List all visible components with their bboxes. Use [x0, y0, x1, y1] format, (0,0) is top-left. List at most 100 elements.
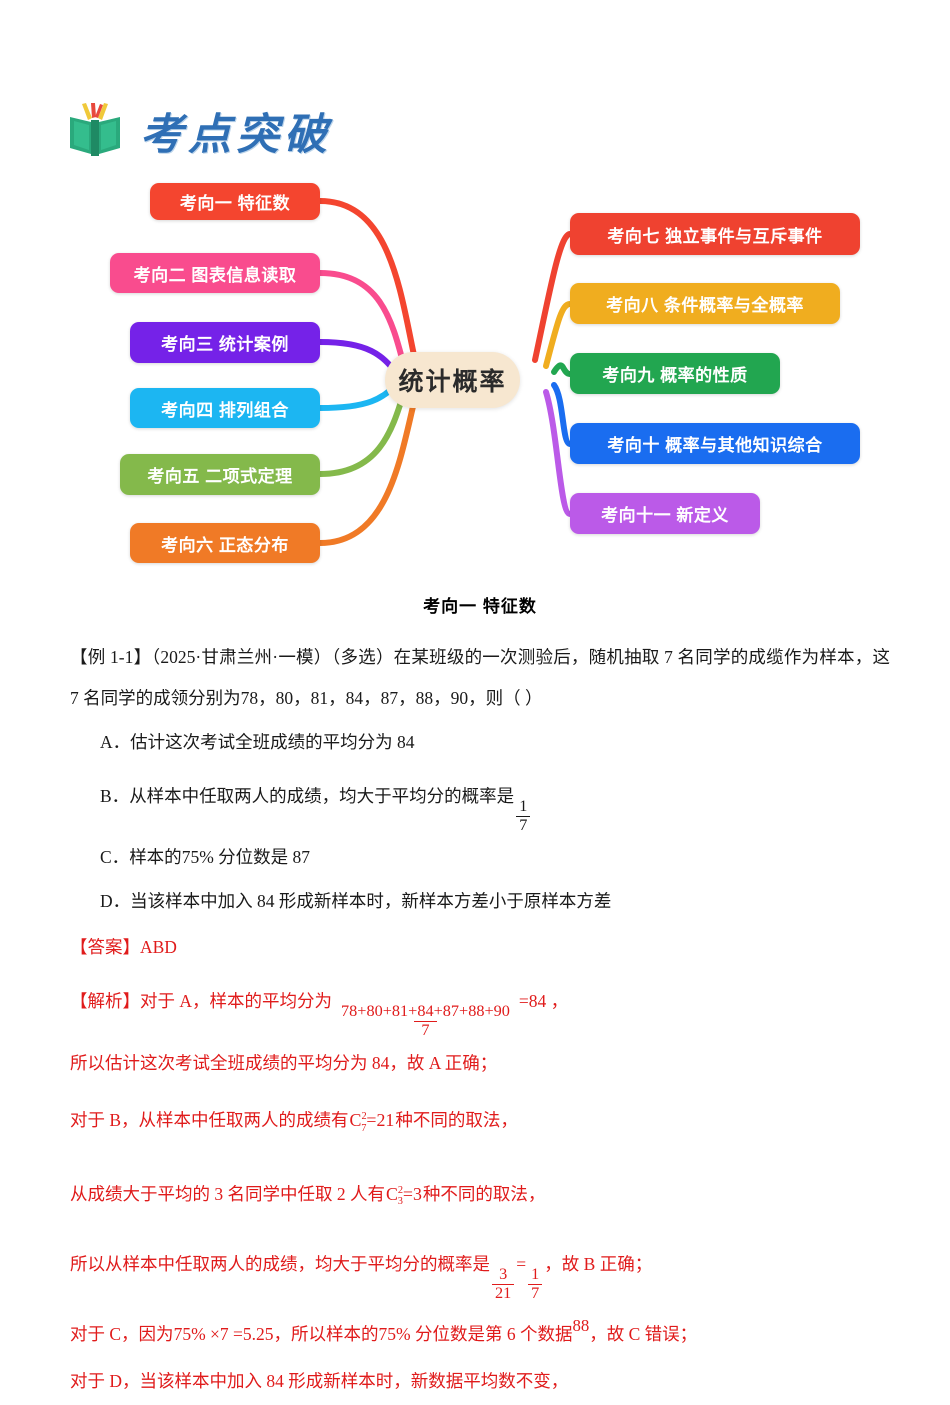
answer-line: 【答案】ABD — [70, 925, 890, 969]
option-a[interactable]: A．估计这次考试全班成绩的平均分为 84 — [70, 722, 890, 763]
percentile-expression: 75% ×7 =5.25 — [173, 1324, 274, 1345]
mindmap: 统计概率 考向一 特征数 考向二 图表信息读取 考向三 统计案例 考向四 排列组… — [0, 170, 950, 590]
combination-superscript: 2 — [397, 1184, 404, 1196]
analysis-line-4: 从成绩大于平均的 3 名同学中任取 2 人有C23=3种不同的取法， — [70, 1161, 890, 1233]
answer-label: 【答案】 — [70, 937, 140, 958]
equals-sign: = — [516, 1254, 527, 1275]
option-b-text: 从样本中任取两人的成绩，均大于平均分的概率是 — [129, 786, 515, 806]
mindmap-node-right-8[interactable]: 考向八 条件概率与全概率 — [570, 283, 840, 324]
analysis-line-5-before: 所以从样本中任取两人的成绩，均大于平均分的概率是 — [70, 1254, 490, 1275]
analysis-line-6-mid2: 分位数是第 6 个数据 — [410, 1324, 573, 1345]
option-a-text: 估计这次考试全班成绩的平均分为 84 — [130, 732, 415, 752]
open-book-icon — [64, 100, 126, 162]
mindmap-node-right-7[interactable]: 考向七 独立事件与互斥事件 — [570, 213, 860, 255]
combination-symbol: C — [349, 1110, 362, 1131]
fraction-denominator: 21 — [492, 1283, 515, 1303]
page-title: 考点突破 — [140, 111, 332, 159]
mindmap-node-label: 考向四 排列组合 — [161, 400, 289, 420]
mindmap-node-right-9[interactable]: 考向九 概率的性质 — [570, 353, 780, 394]
question-type: （多选） — [331, 647, 394, 667]
percentile-percent: 75% — [378, 1324, 411, 1345]
option-c-text: 样本的 — [129, 847, 182, 868]
mindmap-node-label: 考向三 统计案例 — [161, 335, 289, 354]
analysis-mean-value: =84 ， — [518, 991, 569, 1012]
fraction-numerator: 3 — [499, 1265, 508, 1284]
combination-subscript: 3 — [397, 1196, 403, 1208]
fraction-denominator: 7 — [528, 1283, 543, 1303]
page-header: 考点突破 — [64, 92, 404, 170]
percentile-value: 88 — [572, 1316, 590, 1336]
analysis-line-1-text: 对于 A，样本的平均分为 — [140, 991, 333, 1012]
mindmap-node-left-1[interactable]: 考向一 特征数 — [150, 183, 320, 220]
mindmap-connectors — [317, 198, 573, 546]
mindmap-center-label: 统计概率 — [398, 368, 507, 396]
analysis-line-6: 对于 C，因为75% ×7 =5.25，所以样本的75% 分位数是第 6 个数据… — [70, 1304, 890, 1356]
mindmap-node-left-3[interactable]: 考向三 统计案例 — [130, 322, 320, 363]
option-c-percent: 75% — [181, 847, 214, 868]
mindmap-node-left-5[interactable]: 考向五 二项式定理 — [120, 454, 320, 495]
section-title: 考向一 特征数 — [423, 597, 537, 616]
mindmap-node-left-6[interactable]: 考向六 正态分布 — [130, 523, 320, 563]
combination-value: =21 — [366, 1110, 395, 1131]
fraction-numerator: 78+80+81+84+87+88+90 — [341, 1002, 510, 1021]
answer-value: ABD — [140, 937, 177, 958]
question-data: 78，80，81，84，87，88，90 — [240, 688, 469, 708]
content-body: 考向一 特征数 【例 1-1】（2025·甘肃兰州·一模）（多选）在某班级的一次… — [70, 592, 890, 1405]
mindmap-node-label: 考向七 独立事件与互斥事件 — [607, 226, 823, 246]
question-stem: 【例 1-1】（2025·甘肃兰州·一模）（多选）在某班级的一次测验后，随机抽取… — [70, 637, 890, 719]
analysis-line-3-after: 种不同的取法， — [395, 1110, 518, 1131]
mindmap-node-label: 考向十 概率与其他知识综合 — [607, 436, 823, 455]
mindmap-node-label: 考向二 图表信息读取 — [133, 265, 297, 285]
fraction-denominator: 7 — [516, 815, 531, 835]
option-c-key: C． — [100, 847, 130, 868]
analysis-line-6-before: 对于 C，因为 — [70, 1324, 174, 1345]
fraction-denominator: 7 — [414, 1020, 437, 1040]
mindmap-node-left-2[interactable]: 考向二 图表信息读取 — [110, 253, 320, 293]
option-a-key: A． — [100, 732, 131, 752]
analysis-line-6-mid: ，所以样本的 — [273, 1324, 379, 1345]
question-stem-text: 在某班级的一次测验后，随机抽取 7 名同学的成缆作为样本，这 7 名同学的成领分… — [70, 647, 891, 708]
combination-symbol: C — [386, 1183, 398, 1204]
analysis-line-4-before: 从成绩大于平均的 3 名同学中任取 2 人有 — [70, 1183, 385, 1204]
analysis-line-7: 对于 D，当该样本中加入 84 形成新样本时，新数据平均数不变， — [70, 1370, 569, 1391]
combination-value: =3 — [402, 1183, 422, 1204]
analysis-line-3: 对于 B，从样本中任取两人的成绩有C27=21种不同的取法， — [70, 1087, 890, 1159]
fraction-numerator: 1 — [531, 1265, 540, 1284]
mindmap-node-left-4[interactable]: 考向四 排列组合 — [130, 388, 320, 428]
analysis-line-3-before: 对于 B，从样本中任取两人的成绩有 — [70, 1110, 349, 1131]
option-d-text: 当该样本中加入 84 形成新样本时，新样本方差小于原样本方差 — [130, 891, 612, 912]
combination-c7-2: C27=21 — [350, 1087, 395, 1159]
analysis-line-6-after: ，故 C 错误； — [589, 1324, 698, 1345]
combination-subscript: 7 — [361, 1122, 367, 1134]
mindmap-node-label: 考向十一 新定义 — [601, 506, 729, 525]
combination-superscript: 2 — [361, 1111, 367, 1123]
mindmap-node-right-11[interactable]: 考向十一 新定义 — [570, 493, 760, 534]
fraction-numerator: 1 — [519, 796, 528, 815]
option-b-key: B． — [100, 786, 130, 806]
mindmap-node-label: 考向一 特征数 — [179, 194, 291, 213]
mindmap-node-label: 考向五 二项式定理 — [147, 467, 293, 486]
option-c[interactable]: C．样本的75% 分位数是 87 — [70, 837, 890, 878]
option-c-text-tail: 分位数是 87 — [213, 847, 311, 868]
analysis-line-2: 所以估计这次考试全班成绩的平均分为 84，故 A 正确； — [70, 1053, 498, 1074]
analysis-line-5-after: ，故 B 正确； — [544, 1254, 653, 1275]
mindmap-node-label: 考向六 正态分布 — [161, 535, 289, 555]
question-source: （2025·甘肃兰州·一模） — [151, 647, 332, 667]
mindmap-node-right-10[interactable]: 考向十 概率与其他知识综合 — [570, 423, 860, 464]
option-d[interactable]: D．当该样本中加入 84 形成新样本时，新样本方差小于原样本方差 — [70, 881, 890, 922]
mindmap-center-node[interactable]: 统计概率 — [385, 352, 520, 408]
question-tag: 【例 1-1】 — [70, 647, 152, 667]
combination-c3-2: C23=3 — [386, 1161, 422, 1233]
mindmap-node-label: 考向九 概率的性质 — [602, 366, 748, 385]
question-stem-tail: ，则（ ） — [468, 688, 543, 708]
analysis-line-4-after: 种不同的取法， — [422, 1183, 546, 1204]
option-d-key: D． — [100, 891, 131, 912]
analysis-label: 【解析】 — [70, 991, 140, 1012]
